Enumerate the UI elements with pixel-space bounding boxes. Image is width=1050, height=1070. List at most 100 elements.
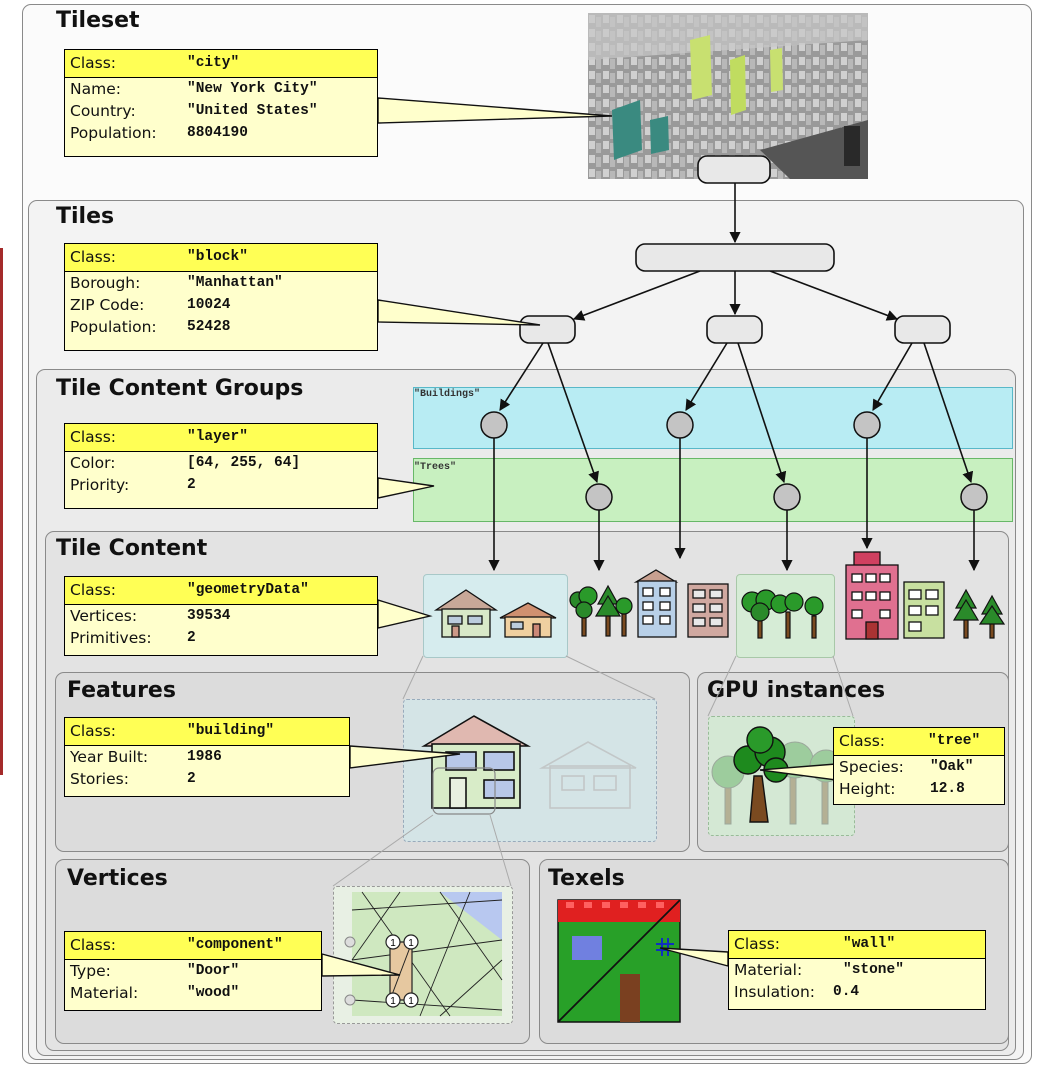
property-value: "wood" [187,985,240,1001]
class-value: "geometryData" [187,582,309,598]
property-value: [64, 255, 64] [187,455,301,471]
tileset-properties-card: Class: "city" Name: "New York City" Countr… [64,49,378,157]
vertex-marker [385,934,419,1008]
class-value: "component" [187,937,283,953]
property-key: Name: [70,80,121,98]
property-value: 52428 [187,319,231,335]
property-value: 12.8 [930,781,965,797]
trees-content-node [960,483,988,511]
tiles-properties-card: Class:"block" Borough:"Manhattan" ZIP Co… [64,243,378,351]
vertex-marker [344,936,356,1006]
tile-nodes [519,155,951,344]
apartment-building-icon [845,551,945,640]
tiles-title: Tiles [56,204,115,229]
property-key: Type: [70,962,111,980]
vertex-mesh [351,891,503,1017]
buildings-content-node [480,411,508,439]
property-value: 39534 [187,608,231,624]
property-value: 2 [187,771,196,787]
class-value: "tree" [928,733,981,749]
property-key: ZIP Code: [70,296,145,314]
property-value: 0.4 [833,984,860,1000]
buildings-group-band [413,387,1013,449]
house-icon [421,715,532,809]
class-key: Class: [70,248,117,266]
door-highlight [432,767,496,815]
tree-icon [952,588,1006,639]
property-value: "United States" [187,103,318,119]
property-key: Priority: [70,476,130,494]
property-key: Primitives: [70,629,152,647]
groups-properties-card: Class:"layer" Color:[64, 255, 64] Priori… [64,423,378,509]
tile-content-groups-title: Tile Content Groups [56,376,304,401]
class-key: Class: [70,428,117,446]
leaf-tile-node [894,315,951,344]
trees-group-band [413,458,1013,522]
gpu-instances-properties-card: Class:"tree" Species:"Oak" Height:12.8 [833,727,1005,805]
property-value: 1986 [187,749,222,765]
property-key: Country: [70,102,136,120]
property-value: "stone" [843,962,904,978]
vertex-label: 1 [408,938,414,949]
property-key: Material: [734,961,803,979]
property-value: 2 [187,630,196,646]
child-tile-node [635,243,835,272]
property-key: Population: [70,318,157,336]
buildings-content-node [853,411,881,439]
features-properties-card: Class:"building" Year Built:1986 Stories… [64,717,350,797]
property-value: "Oak" [930,759,974,775]
trees-content-node [585,483,613,511]
texel-image [557,899,681,1023]
tree-icon [569,584,633,637]
vertices-properties-card: Class: "component" Type: "Door" Material: "… [64,931,322,1011]
leaf-tile-node [706,315,763,344]
leaf-tile-node [519,315,576,344]
buildings-group-label: "Buildings" [414,389,481,400]
apartment-building-icon [633,569,729,638]
property-value: "Manhattan" [187,275,283,291]
tree-icon [741,589,824,639]
texels-properties-card: Class: "wall" Material: "stone" Insulation… [728,930,986,1010]
property-value: 8804190 [187,125,248,141]
property-key: Species: [839,758,904,776]
zoom-connectors [332,655,854,887]
texels-title: Texels [548,866,625,891]
trees-content-node [773,483,801,511]
property-value: "Door" [187,963,240,979]
tile-tree-edges [488,183,980,572]
house-icon [499,602,557,638]
property-key: Material: [70,984,139,1002]
gpu-instances-title: GPU instances [707,678,886,703]
left-edge-bar [0,248,3,775]
property-value: 2 [187,477,196,493]
class-key: Class: [734,935,781,953]
class-value: "building" [187,723,275,739]
buildings-content-node [666,411,694,439]
property-key: Year Built: [70,748,149,766]
property-key: Vertices: [70,607,138,625]
class-value: "city" [187,55,240,71]
class-key: Class: [70,722,117,740]
vertices-title: Vertices [67,866,168,891]
class-value: "block" [187,249,248,265]
property-value: 10024 [187,297,231,313]
tileset-title: Tileset [56,8,140,33]
class-value: "wall" [843,936,896,952]
class-key: Class: [839,732,886,750]
vertex-label: 1 [408,996,414,1007]
property-key: Insulation: [734,983,816,1001]
vertex-label: 1 [390,938,396,949]
property-key: Population: [70,124,157,142]
class-key: Class: [70,936,117,954]
tile-content-title: Tile Content [56,536,208,561]
content-properties-card: Class:"geometryData" Vertices:39534 Prim… [64,576,378,656]
class-key: Class: [70,54,117,72]
house-icon [433,589,499,638]
tree-icon [733,726,789,823]
property-value: "New York City" [187,81,318,97]
callout-pointers [321,97,837,977]
city-3d-tiles-image [588,13,868,179]
content-nodes [480,411,988,511]
trees-group-label: "Trees" [414,462,457,473]
